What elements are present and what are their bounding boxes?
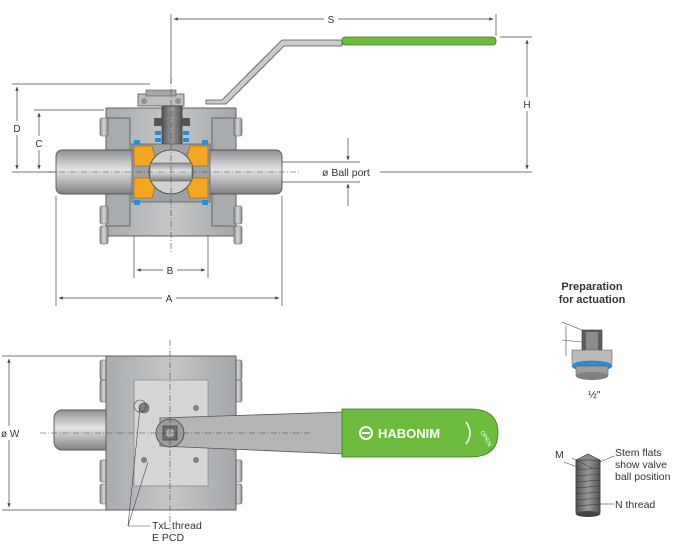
stem-flats-label-2: show valve [615, 459, 667, 471]
stem [161, 105, 183, 151]
prep-heading-line2: for actuation [559, 294, 626, 306]
stem-flats-label-1: Stem flats [615, 447, 662, 459]
dim-d-label: D [13, 124, 20, 135]
actuation-stem-illustration [561, 321, 613, 380]
n-thread-label: N thread [615, 499, 655, 511]
top-view [40, 340, 499, 530]
dim-h-label: H [523, 100, 530, 111]
seat-lower-left [133, 177, 157, 199]
dim-c-label: C [35, 139, 42, 150]
front-handle [205, 36, 497, 105]
dim-b-label: B [167, 266, 174, 277]
top-pipe-end [53, 409, 115, 451]
dim-m-label: M [555, 449, 564, 461]
ball-port-label: ø Ball port [322, 167, 370, 179]
front-view [48, 36, 497, 252]
stem-flats-label-3: ball position [615, 471, 671, 483]
dim-a-label: A [166, 294, 173, 305]
brand-text: HABONIM [378, 426, 440, 441]
prep-heading-line1: Preparation [561, 281, 622, 293]
dim-s-label: S [328, 15, 335, 26]
front-handle-grip [341, 36, 497, 46]
seat-lower-right [185, 177, 209, 199]
txl-thread-label: TxL thread [152, 520, 202, 532]
top-handle-grip [341, 408, 499, 458]
stem-flats-illustration [563, 453, 615, 517]
dim-w-label: ø W [1, 429, 20, 440]
e-pcd-label: E PCD [152, 532, 185, 544]
half-inch-label: ½" [588, 389, 601, 401]
